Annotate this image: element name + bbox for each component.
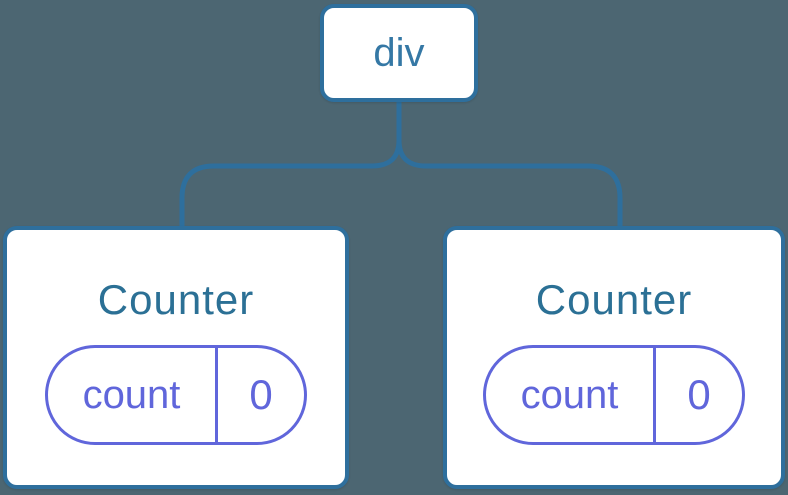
component-title: Counter xyxy=(535,275,693,323)
root-node-label: div xyxy=(373,31,425,75)
state-value: 0 xyxy=(249,370,273,418)
component-title: Counter xyxy=(97,275,255,323)
connector-left-branch xyxy=(179,96,402,232)
counter-component-card-left: Counter count 0 xyxy=(3,226,349,489)
connector-right-branch xyxy=(396,96,623,232)
root-node-div: div xyxy=(320,4,478,102)
counter-component-card-right: Counter count 0 xyxy=(443,226,785,489)
state-pill: count 0 xyxy=(45,344,307,445)
state-pill: count 0 xyxy=(483,344,745,445)
state-value: 0 xyxy=(687,370,711,418)
state-key-label: count xyxy=(48,347,218,442)
state-key-label: count xyxy=(486,347,656,442)
